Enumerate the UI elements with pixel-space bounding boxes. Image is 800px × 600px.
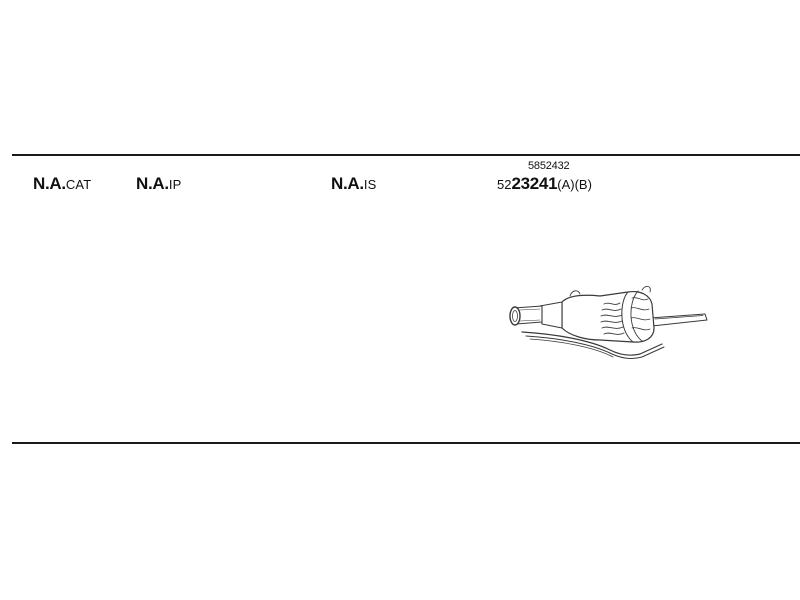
- label-catalytic-converter: N.A.CAT: [33, 173, 91, 196]
- oe-reference-number: 5852432: [528, 160, 570, 172]
- part-number: 5223241(A)(B): [497, 173, 592, 196]
- label-prefix: N.A.: [136, 174, 169, 193]
- part-number-suffix: (A)(B): [557, 177, 592, 192]
- label-intermediate-pipe: N.A.IP: [136, 173, 182, 196]
- part-number-prefix: 52: [497, 177, 512, 192]
- bottom-divider: [12, 442, 800, 444]
- label-suffix: IP: [168, 177, 182, 192]
- rear-muffler-icon: [509, 285, 708, 359]
- part-number-main: 23241: [511, 174, 558, 193]
- label-suffix: IS: [363, 177, 377, 192]
- label-suffix: CAT: [65, 177, 92, 192]
- label-intermediate-silencer: N.A.IS: [331, 173, 377, 196]
- top-divider: [12, 154, 800, 156]
- label-prefix: N.A.: [33, 174, 66, 193]
- label-prefix: N.A.: [331, 174, 364, 193]
